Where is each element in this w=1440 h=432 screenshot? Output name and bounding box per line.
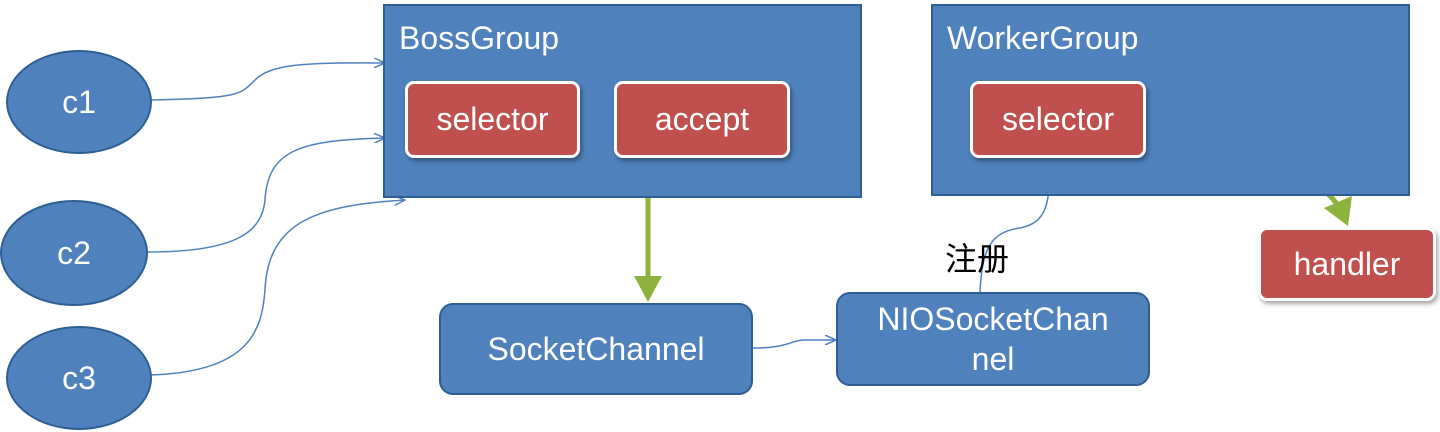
client-c3: c3	[6, 326, 152, 430]
boss-selector-box: selector	[405, 81, 580, 158]
client-c2: c2	[0, 200, 148, 306]
client-c2-label: c2	[57, 234, 91, 271]
nio-socket-channel-label-line1: NIOSocketChan	[877, 301, 1109, 337]
worker-selector-box: selector	[970, 81, 1146, 158]
socket-channel-box: SocketChannel	[439, 303, 753, 395]
worker-selector-label: selector	[1001, 101, 1115, 137]
register-label: 注册	[945, 240, 1010, 278]
accept-box: accept	[614, 81, 790, 158]
handler-label: handler	[1293, 245, 1401, 282]
nio-socket-channel-label-line2: nel	[971, 341, 1015, 377]
client-c3-label: c3	[62, 359, 96, 396]
boss-selector-label: selector	[436, 101, 549, 137]
edge-c2-to-bossgroup	[147, 138, 385, 253]
edge-socketchannel-to-niosocketchannel	[751, 340, 836, 349]
client-c1: c1	[6, 50, 152, 154]
nio-socket-channel-box: NIOSocketChan nel	[836, 292, 1150, 386]
edge-c1-to-bossgroup	[149, 63, 385, 101]
client-c1-label: c1	[62, 83, 96, 120]
boss-group-title: BossGroup	[399, 20, 560, 56]
worker-group-title: WorkerGroup	[947, 20, 1139, 56]
accept-label: accept	[654, 101, 750, 137]
socket-channel-label: SocketChannel	[487, 330, 705, 367]
edge-c3-to-bossgroup	[149, 200, 405, 376]
handler-box: handler	[1258, 227, 1436, 301]
